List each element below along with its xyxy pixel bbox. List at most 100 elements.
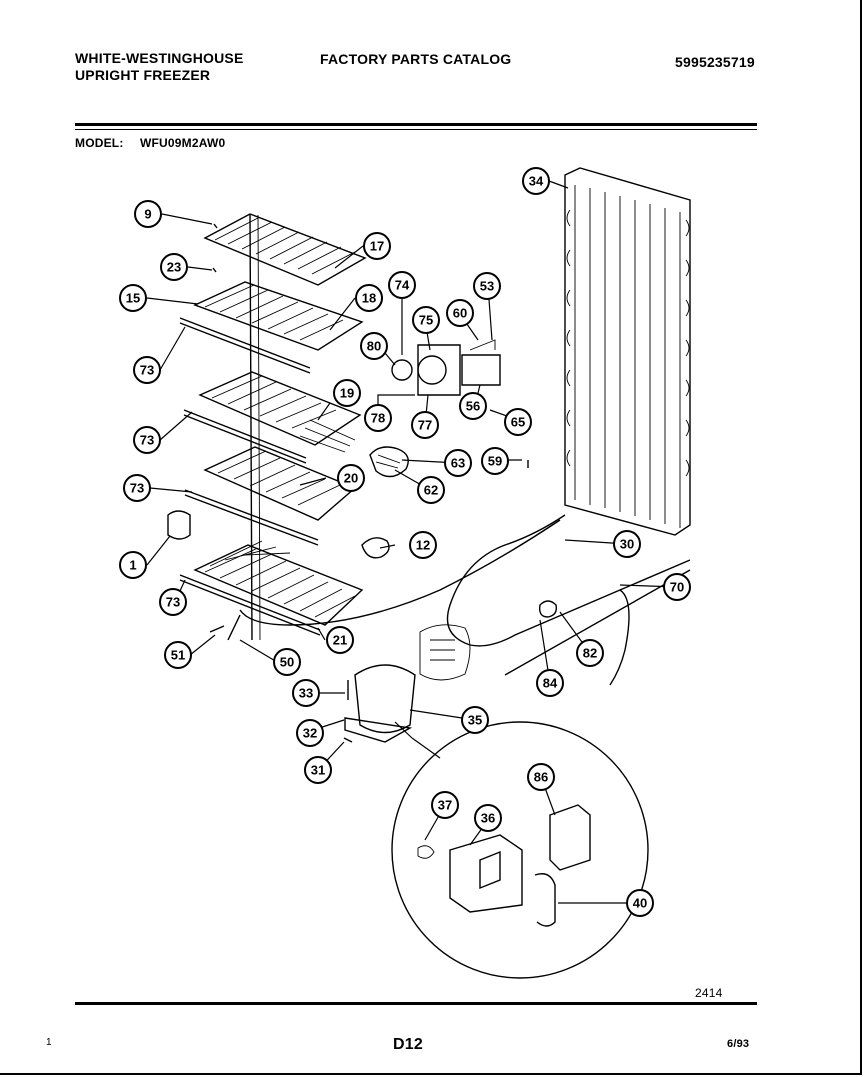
callout-73a: 73	[133, 356, 161, 384]
svg-text:73: 73	[130, 481, 144, 496]
svg-text:34: 34	[529, 174, 544, 189]
svg-text:56: 56	[466, 399, 480, 414]
svg-text:19: 19	[340, 386, 354, 401]
svg-text:62: 62	[424, 483, 438, 498]
svg-text:40: 40	[633, 896, 647, 911]
callout-17: 17	[363, 232, 391, 260]
svg-text:37: 37	[438, 798, 452, 813]
shelf-lower	[184, 446, 357, 546]
catalog-number: 5995235719	[675, 54, 755, 70]
svg-text:63: 63	[451, 456, 465, 471]
callout-32: 32	[296, 719, 324, 747]
drain-parts	[209, 614, 241, 641]
revision-date: 6/93	[727, 1038, 750, 1050]
callout-37: 37	[431, 791, 459, 819]
drawing-number: 2414	[695, 986, 723, 1000]
svg-text:18: 18	[362, 291, 376, 306]
svg-text:36: 36	[481, 811, 495, 826]
shelf-support-rod	[249, 214, 253, 641]
callout-30: 30	[613, 530, 641, 558]
callout-75: 75	[412, 306, 440, 334]
callout-74: 74	[388, 271, 416, 299]
svg-text:60: 60	[453, 306, 467, 321]
catalog-title: FACTORY PARTS CATALOG	[320, 51, 512, 67]
model-number: WFU09M2AW0	[140, 136, 226, 150]
svg-text:73: 73	[166, 595, 180, 610]
svg-text:50: 50	[280, 655, 294, 670]
compressor-to-detail	[394, 721, 413, 739]
overload-relay	[538, 600, 558, 618]
page-number: D12	[393, 1036, 423, 1053]
callout-18: 18	[355, 284, 383, 312]
callout-65: 65	[504, 408, 532, 436]
margin-mark: 1	[46, 1037, 52, 1048]
svg-text:20: 20	[344, 471, 358, 486]
callout-51: 51	[164, 641, 192, 669]
callout-73c: 73	[123, 474, 151, 502]
svg-text:30: 30	[620, 537, 634, 552]
callout-80: 80	[360, 332, 388, 360]
callout-63: 63	[444, 449, 472, 477]
svg-text:59: 59	[488, 454, 502, 469]
svg-text:73: 73	[140, 433, 154, 448]
header-rule-thin	[75, 129, 757, 130]
model-label: MODEL:	[75, 136, 124, 150]
svg-text:86: 86	[534, 770, 548, 785]
callout-15: 15	[119, 284, 147, 312]
svg-text:75: 75	[419, 313, 433, 328]
thermostat	[369, 446, 409, 478]
svg-text:53: 53	[480, 279, 494, 294]
svg-text:82: 82	[583, 646, 597, 661]
svg-text:23: 23	[167, 260, 181, 275]
evaporator-coil	[564, 167, 691, 536]
callout-12: 12	[409, 531, 437, 559]
svg-text:33: 33	[299, 686, 313, 701]
shelf-pins	[212, 223, 218, 273]
ice-tray	[167, 510, 191, 540]
callout-50: 50	[273, 648, 301, 676]
svg-text:21: 21	[333, 633, 347, 648]
callout-34: 34	[522, 167, 550, 195]
callout-59: 59	[481, 447, 509, 475]
svg-text:77: 77	[418, 418, 432, 433]
callout-73b: 73	[133, 426, 161, 454]
refrigerant-tubing	[446, 514, 691, 647]
callout-1: 1	[119, 551, 147, 579]
svg-text:9: 9	[144, 207, 151, 222]
svg-text:31: 31	[311, 763, 325, 778]
shelf-upper	[179, 281, 364, 374]
shelf-middle	[183, 371, 362, 464]
svg-text:74: 74	[395, 278, 410, 293]
callout-70: 70	[663, 573, 691, 601]
callout-84: 84	[536, 669, 564, 697]
callout-86: 86	[527, 763, 555, 791]
clip	[534, 873, 556, 927]
svg-text:80: 80	[367, 339, 381, 354]
capacitor-box	[549, 804, 591, 871]
product-type: UPRIGHT FREEZER	[75, 67, 211, 83]
callout-23: 23	[160, 253, 188, 281]
svg-text:17: 17	[370, 239, 384, 254]
callout-40: 40	[626, 889, 654, 917]
callout-62: 62	[417, 476, 445, 504]
callout-53: 53	[473, 272, 501, 300]
defrost-timer	[361, 537, 390, 559]
callout-20: 20	[337, 464, 365, 492]
callout-56: 56	[459, 392, 487, 420]
condenser-fan-motor	[419, 624, 471, 681]
svg-text:12: 12	[416, 538, 430, 553]
svg-text:32: 32	[303, 726, 317, 741]
svg-text:78: 78	[371, 411, 385, 426]
callout-77: 77	[411, 411, 439, 439]
svg-text:1: 1	[129, 558, 136, 573]
callout-36: 36	[474, 804, 502, 832]
callout-31: 31	[304, 756, 332, 784]
compressor	[343, 664, 416, 743]
callout-73d: 73	[159, 588, 187, 616]
callout-19: 19	[333, 379, 361, 407]
callout-33: 33	[292, 679, 320, 707]
svg-text:70: 70	[670, 580, 684, 595]
footer-rule	[75, 1002, 757, 1005]
